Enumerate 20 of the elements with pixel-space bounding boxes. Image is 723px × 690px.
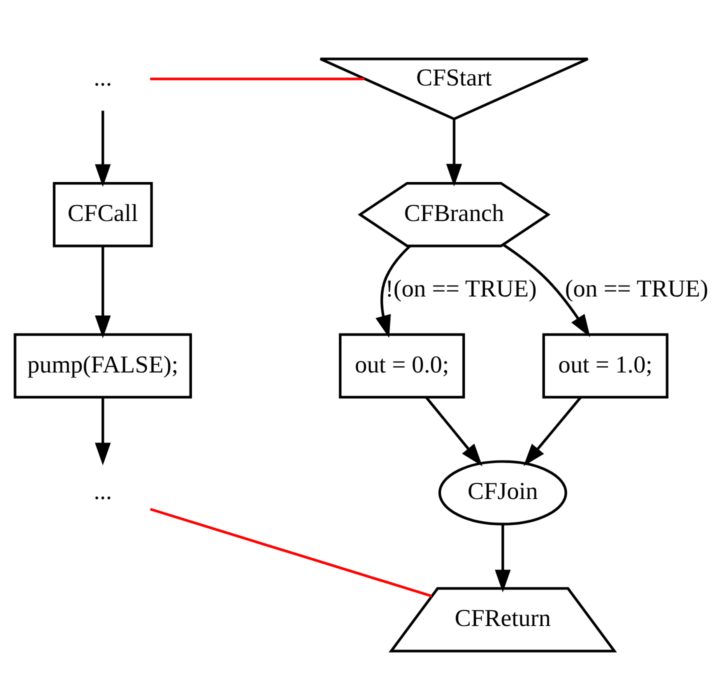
node-box: out = 0.0; (338, 333, 465, 398)
node-box: CFCall (52, 182, 153, 248)
arrow (502, 244, 590, 338)
node-text: ... (94, 64, 112, 92)
edge-label: !(on == TRUE) (385, 276, 537, 303)
arrow (446, 120, 462, 187)
connector (150, 78, 364, 80)
node-box: out = 1.0; (542, 333, 668, 398)
arrow (94, 398, 111, 466)
edge-label: (on == TRUE) (565, 276, 708, 303)
node-ellipse: CFJoin (438, 460, 568, 526)
node-box: pump(FALSE); (14, 333, 192, 398)
connector (150, 508, 432, 598)
node-text: ... (94, 478, 112, 506)
arrow (425, 396, 482, 466)
arrow (494, 524, 511, 592)
arrow (376, 245, 411, 338)
arrow (94, 110, 111, 187)
arrow (94, 246, 111, 338)
arrow (523, 396, 582, 466)
